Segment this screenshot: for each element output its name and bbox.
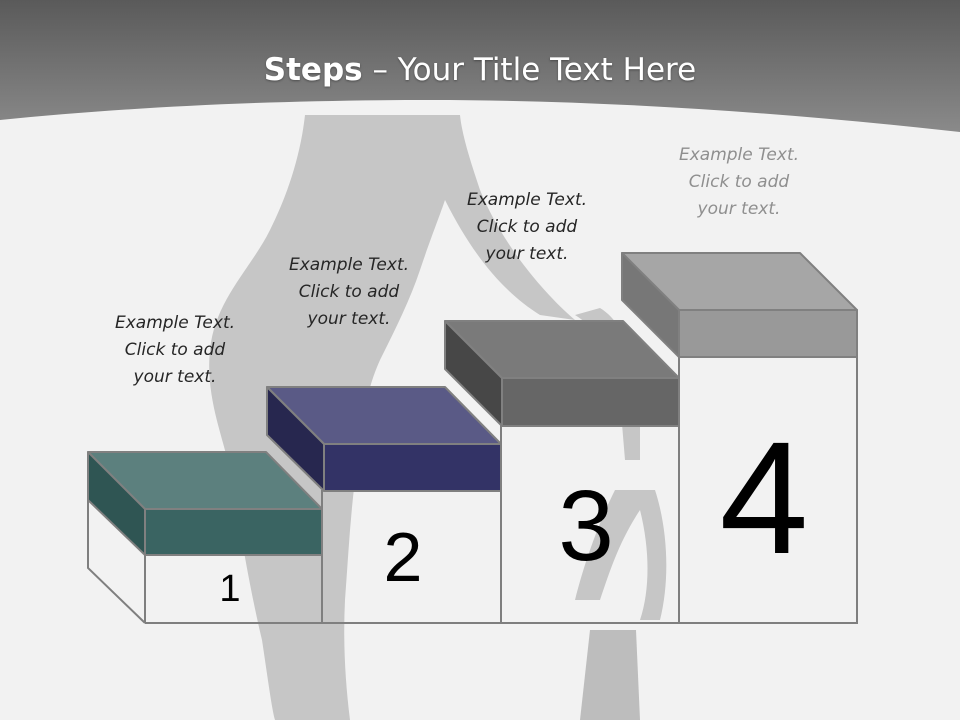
header-band — [0, 0, 960, 132]
step-4-number: 4 — [719, 408, 809, 587]
step-3-caption[interactable]: Example Text. Click to add your text. — [432, 187, 622, 268]
step-4-block[interactable] — [621, 252, 858, 358]
title-rest-text: – Your Title Text Here — [362, 52, 697, 88]
step-2-number: 2 — [383, 518, 423, 596]
step-1-number: 1 — [219, 568, 241, 610]
step-1-block[interactable] — [87, 451, 323, 556]
caption-line: Click to add — [298, 282, 400, 302]
caption-line: Example Text. — [114, 313, 236, 333]
caption-line: Example Text. — [288, 255, 410, 275]
caption-line: Click to add — [476, 217, 578, 237]
step-4-caption[interactable]: Example Text. Click to add your text. — [644, 142, 834, 223]
step-3-block[interactable] — [444, 320, 680, 427]
step-3-number: 3 — [558, 470, 614, 582]
title-bold-text: Steps — [263, 52, 363, 88]
caption-line: your text. — [485, 244, 569, 264]
caption-line: Click to add — [124, 340, 226, 360]
step-2-caption[interactable]: Example Text. Click to add your text. — [254, 252, 444, 333]
caption-line: Example Text. — [466, 190, 588, 210]
step-2-block[interactable] — [266, 386, 502, 492]
caption-line: your text. — [307, 309, 391, 329]
caption-line: Example Text. — [678, 145, 800, 165]
step-1-caption[interactable]: Example Text. Click to add your text. — [80, 310, 270, 391]
caption-line: your text. — [697, 199, 781, 219]
caption-line: Click to add — [688, 172, 790, 192]
caption-line: your text. — [133, 367, 217, 387]
slide-title[interactable]: Steps – Your Title Text Here — [0, 52, 960, 88]
